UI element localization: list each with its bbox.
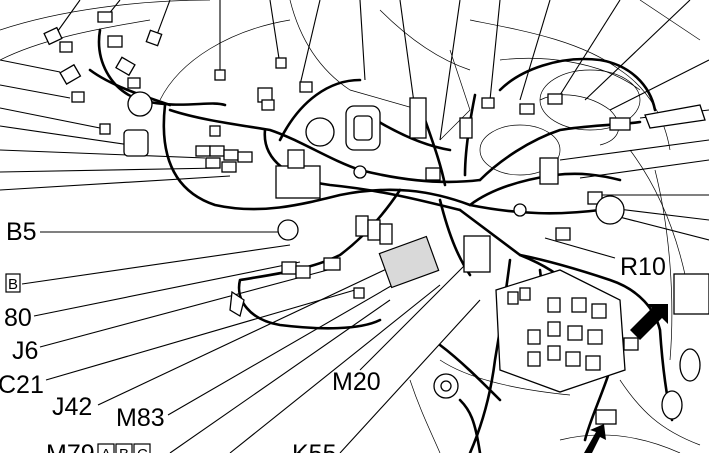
label-r10: R10 xyxy=(620,253,666,281)
label-c21: C21 xyxy=(0,371,44,399)
junction-block xyxy=(495,269,626,393)
connector-arrow-icon xyxy=(584,304,668,453)
label-box-c-text: C xyxy=(137,446,148,453)
label-j6: J6 xyxy=(12,337,38,365)
label-box-a xyxy=(97,443,115,453)
connector-labels: B5 B 80 J6 C21 J42 M83 M20 R10 M79 A B C… xyxy=(0,218,666,453)
label-b-box xyxy=(5,273,21,293)
label-k55: K55 xyxy=(292,440,336,453)
label-m20: M20 xyxy=(332,368,381,396)
label-b5: B5 xyxy=(6,218,37,246)
label-b-box-text: B xyxy=(8,276,18,293)
label-j42: J42 xyxy=(52,393,92,421)
label-box-b xyxy=(115,443,133,453)
label-box-c xyxy=(133,443,151,453)
label-box-a-text: A xyxy=(101,446,111,453)
harness-bundles xyxy=(88,28,674,453)
connectors xyxy=(43,11,709,425)
label-box-b-text: B xyxy=(119,446,129,453)
label-80: 80 xyxy=(4,304,32,332)
label-m79: M79 xyxy=(46,440,95,453)
label-m83: M83 xyxy=(116,404,165,432)
